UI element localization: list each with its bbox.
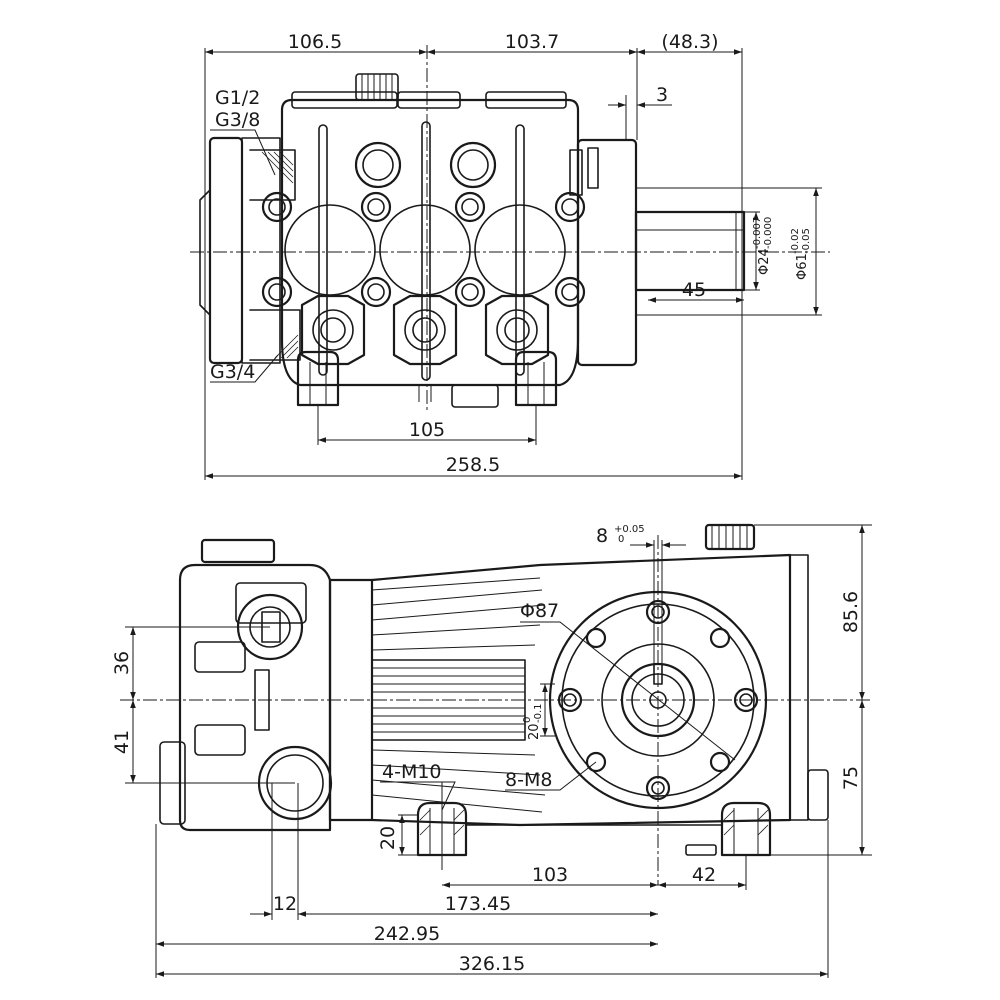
thread-mount-holes: 4-M10 — [382, 761, 442, 783]
dim-shaft-diameter: Φ24 — [757, 248, 772, 275]
top-view: 106.5 103.7 (48.3) 3 G1/2 G3/8 G3/4 Φ24 … — [190, 31, 830, 480]
dim-key-depth-tol-lower: -0.1 — [533, 703, 544, 723]
dim-key-depth: 20 — [527, 723, 542, 740]
dim-key-width-tol-upper: +0.05 — [614, 524, 645, 535]
dim-shaft-to-foot: 42 — [692, 864, 716, 886]
crankcase-flange — [569, 138, 638, 367]
thread-flange-holes: 8-M8 — [505, 769, 552, 791]
dim-shaft-length: 45 — [682, 279, 706, 301]
dim-foot-spacing: 105 — [409, 419, 445, 441]
port-outlet-label: G3/4 — [210, 361, 255, 383]
dim-width-left: 106.5 — [288, 31, 342, 53]
dim-flange-diameter-tol-upper: -0.02 — [790, 228, 801, 254]
side-manifold — [159, 538, 333, 832]
drive-shaft — [634, 210, 746, 292]
dim-bolt-circle: Φ87 — [520, 600, 559, 622]
dim-port-width: 12 — [273, 893, 297, 915]
dim-foot-hole-depth: 20 — [377, 826, 399, 850]
dim-key-depth-tol-upper: 0 — [522, 717, 533, 723]
side-crankcase — [328, 523, 829, 827]
dim-shaft-diameter-tol-upper: -0.007 — [752, 217, 763, 249]
pump-end-cover — [199, 136, 281, 365]
mounting-feet-top — [296, 350, 558, 408]
port-inlet-label-2: G3/8 — [215, 109, 260, 131]
dim-foot-to-shaft: 103 — [532, 864, 568, 886]
dim-key-width-tol-lower: 0 — [618, 534, 624, 545]
side-view: 8 +0.05 0 Φ87 85.6 75 36 41 20 0 -0.1 4-… — [111, 523, 872, 978]
inlet-port-section — [249, 149, 296, 201]
dim-port-upper-offset: 36 — [111, 651, 133, 675]
top-dimensions — [204, 48, 822, 480]
outlet-port-section — [249, 309, 301, 361]
mounting-feet-side — [416, 801, 772, 857]
lower-valve-caps — [300, 294, 550, 366]
dim-flange-diameter-tol-lower: -0.05 — [801, 228, 812, 254]
port-inlet-label-1: G1/2 — [215, 87, 260, 109]
dim-flange-diameter: Φ61 — [795, 253, 810, 280]
dim-port-to-shaft: 173.45 — [445, 893, 511, 915]
dim-overall-length: 326.15 — [459, 953, 525, 975]
flange-bolt-holes — [557, 599, 759, 801]
dim-port-lower-offset: 41 — [111, 730, 133, 754]
dim-upper-height: 85.6 — [840, 591, 862, 633]
manifold-body — [280, 73, 580, 387]
side-flange — [548, 590, 768, 810]
dim-width-right: 103.7 — [505, 31, 559, 53]
dim-end-to-shaft: 242.95 — [374, 923, 440, 945]
dim-key-width: 8 — [596, 525, 608, 547]
dim-overall-width: 258.5 — [446, 454, 500, 476]
upper-valve-plugs — [354, 141, 497, 189]
dim-shaft-diameter-tol-lower: -0.000 — [763, 217, 774, 249]
dim-shoulder: 3 — [656, 84, 668, 106]
dim-shaft-extension: (48.3) — [661, 31, 718, 53]
dim-lower-height: 75 — [840, 766, 862, 790]
side-dimensions — [125, 524, 872, 978]
